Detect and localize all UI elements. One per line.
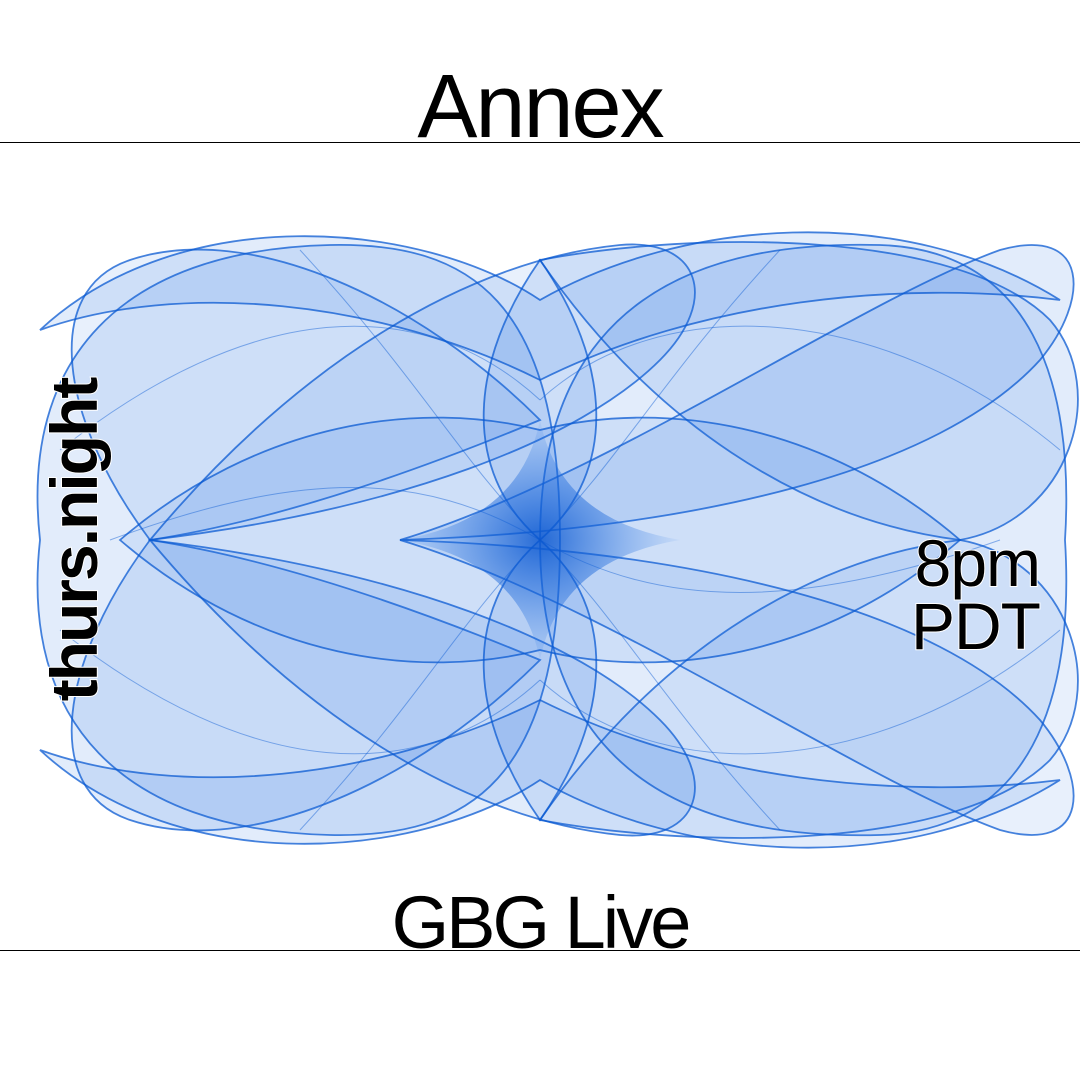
event-title: GBG Live [391,881,692,964]
envelope-hairline [539,629,1061,755]
envelope-curve [538,241,1079,541]
envelope-curve [39,698,1061,849]
envelope-hairline [59,325,541,451]
time-hour: 8pm [914,526,1042,600]
day-label-vertical: thurs.night [36,378,112,703]
envelope-hairline [59,629,541,755]
envelope-curve [399,244,1075,541]
central-star-shape [400,420,680,660]
envelope-curve [399,539,1075,836]
venue-title: Annex [417,57,664,157]
top-divider-line [0,142,1080,143]
time-block: 8pm PDT [910,526,1042,663]
curve-group [36,231,1079,849]
time-zone: PDT [910,588,1042,663]
envelope-curve [39,231,1061,382]
envelope-curve [70,248,542,541]
envelope-curve [70,539,542,832]
bottom-divider-line [0,950,1080,951]
envelope-curve [539,243,1068,837]
envelope-curve [538,539,1079,839]
envelope-hairline [539,325,1061,451]
